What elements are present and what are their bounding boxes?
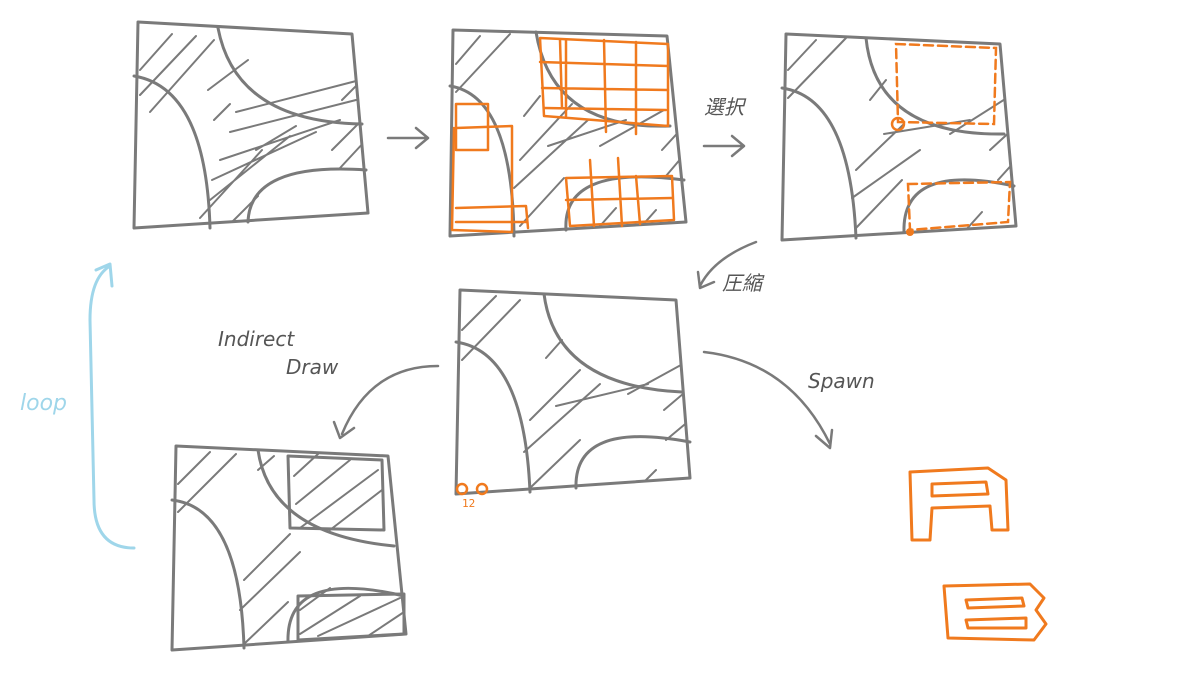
arrow-spawn	[702, 350, 834, 450]
panel-selection	[780, 32, 1018, 242]
selection-box-bottom	[906, 180, 1012, 236]
label-select: 選択	[704, 95, 747, 119]
orange-grid-left	[450, 102, 530, 234]
drawn-tile-bottom	[296, 592, 406, 642]
label-spawn: Spawn	[808, 369, 875, 393]
hatched-region	[461, 295, 690, 491]
arrow-right-2	[702, 134, 746, 158]
compressed-marker: 12	[455, 482, 489, 510]
spawned-glyph-b	[942, 582, 1048, 642]
label-loop: loop	[20, 391, 67, 416]
orange-grid-bottom	[564, 156, 676, 228]
panel-original	[132, 20, 370, 230]
hatched-region	[177, 451, 405, 645]
selection-origin-marker	[906, 228, 914, 236]
hatched-region	[139, 33, 367, 225]
hatched-region	[787, 37, 1016, 233]
selection-box-top	[890, 42, 998, 132]
drawn-tile-top	[286, 454, 386, 532]
label-compress: 圧縮	[722, 271, 765, 295]
orange-grid-top	[538, 36, 670, 136]
marker-label: 12	[462, 497, 475, 510]
panel-indirect-drawn	[170, 444, 408, 652]
hatched-region	[455, 33, 686, 229]
label-draw: Draw	[286, 355, 339, 379]
spawned-glyph-a	[908, 466, 1010, 542]
panel-grid	[448, 28, 688, 238]
arrow-down-left	[696, 240, 758, 290]
panel-compressed: 12	[454, 288, 692, 510]
arrow-indirect-draw	[332, 364, 440, 440]
label-indirect: Indirect	[218, 327, 295, 351]
loop-arrow	[88, 262, 136, 550]
selection-origin-marker	[890, 116, 906, 132]
arrow-right-1	[386, 126, 430, 150]
